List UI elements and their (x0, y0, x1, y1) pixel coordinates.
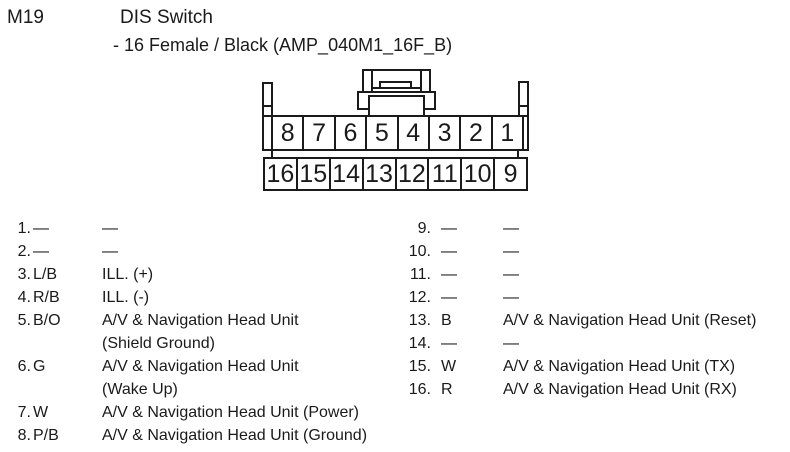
pin-wire-code: — (441, 266, 457, 283)
pin-number: 13. (408, 312, 431, 329)
pin-description: — (503, 243, 519, 260)
pin-wire-code: P/B (33, 427, 59, 444)
page-title: DIS Switch (120, 7, 213, 28)
pin-row-bottom: 16 15 14 13 12 11 10 9 (263, 157, 528, 191)
pin-wire-code: — (441, 335, 457, 352)
pin-row-15: 15. W A/V & Navigation Head Unit (TX) (395, 355, 790, 378)
pin-row-4: 4. R/B ILL. (-) (0, 286, 395, 309)
pin-number: 5. (17, 312, 31, 329)
pin-number: 8. (17, 427, 31, 444)
pin-wire-code: B (441, 312, 452, 329)
pin-cell-1: 1 (500, 118, 515, 147)
pin-cell-6: 6 (336, 117, 368, 149)
connector-subtitle: - 16 Female / Black (AMP_040M1_16F_B) (113, 35, 453, 55)
latch-rail-right (420, 71, 422, 91)
connector-neck-right (517, 150, 519, 159)
pin-cell-2: 2 (461, 117, 493, 149)
pin-row-top: 8 7 6 5 4 3 2 1 (262, 115, 529, 151)
pin-cell-9: 9 (503, 159, 518, 188)
connector-neck-left (271, 150, 273, 159)
pin-description: A/V & Navigation Head Unit (Reset) (503, 312, 757, 329)
pin-cell-13: 13 (364, 159, 397, 189)
pin-description: A/V & Navigation Head Unit (Ground) (102, 427, 368, 444)
pin-description: A/V & Navigation Head Unit (Power) (102, 404, 359, 421)
pin-wire-code: — (33, 220, 49, 237)
pin-description: — (503, 289, 519, 306)
pin-cell-15: 15 (298, 159, 331, 189)
pin-description: A/V & Navigation Head Unit (TX) (503, 358, 736, 375)
pin-row-6: 6. G A/V & Navigation Head Unit(Wake Up) (0, 355, 395, 401)
pin-row-10: 10. — — (395, 240, 790, 263)
pin-number: 12. (408, 289, 431, 306)
left-mount-tab (262, 82, 273, 115)
pin-wire-code: — (33, 243, 49, 260)
pin-row-5: 5. B/O A/V & Navigation Head Unit(Shield… (0, 309, 395, 355)
pin-number: 4. (17, 289, 31, 306)
pin-number: 7. (17, 404, 31, 421)
pin-cell-8: 8 (273, 117, 305, 149)
pin-number: 15. (408, 358, 431, 375)
connector-id-label: M19 (7, 7, 44, 28)
pin-number: 1. (17, 220, 31, 237)
pin-row-13: 13. B A/V & Navigation Head Unit (Reset) (395, 309, 790, 332)
latch-rail-left (371, 71, 373, 91)
pin-wire-code: — (441, 243, 457, 260)
pin-description: ILL. (-) (102, 289, 150, 306)
pin-cell-11: 11 (429, 159, 463, 189)
pin-cell-3: 3 (430, 117, 462, 149)
pin-wire-code: R (441, 381, 453, 398)
pin-description: — (503, 266, 519, 283)
pin-wire-code: R/B (33, 289, 60, 306)
pin-row-14: 14. — — (395, 332, 790, 355)
pin-description: A/V & Navigation Head Unit (RX) (503, 381, 737, 398)
pin-wire-code: — (441, 220, 457, 237)
latch-housing (362, 69, 431, 93)
pin-wire-code: G (33, 358, 46, 375)
pin-description: — (503, 220, 519, 237)
right-mount-tab (518, 81, 529, 115)
pin-number: 11. (409, 266, 431, 283)
pin-description: A/V & Navigation Head Unit(Shield Ground… (102, 312, 299, 352)
pin-number: 6. (17, 358, 31, 375)
pin-wire-code: W (441, 358, 457, 375)
pin-number: 9. (417, 220, 431, 237)
pin-row-2: 2. — — (0, 240, 395, 263)
pin-cell-7: 7 (304, 117, 336, 149)
pin-wire-code: — (441, 289, 457, 306)
pin-row-3: 3. L/B ILL. (+) (0, 263, 395, 286)
pin-row-9: 9. — — (395, 217, 790, 240)
pin-cell-14: 14 (331, 159, 364, 189)
pin-row-11: 11. — — (395, 263, 790, 286)
pin-wire-code: L/B (33, 266, 58, 283)
pin-cells-top: 8 7 6 5 4 3 2 1 (271, 117, 524, 149)
pin-cell-10: 10 (462, 159, 496, 189)
pin-wire-code: W (33, 404, 49, 421)
latch-flange-inner (368, 95, 425, 117)
pin-row-7: 7. W A/V & Navigation Head Unit (Power) (0, 401, 395, 424)
pin-cell-5: 5 (367, 117, 399, 149)
pin-cell-4: 4 (399, 117, 430, 149)
pin-number: 14. (408, 335, 431, 352)
pin-wire-code: B/O (33, 312, 61, 329)
latch-lock-tab (379, 81, 412, 89)
pin-row-12: 12. — — (395, 286, 790, 309)
pin-row-8: 8. P/B A/V & Navigation Head Unit (Groun… (0, 424, 395, 447)
pin-description: — (102, 243, 118, 260)
pin-number: 2. (17, 243, 31, 260)
pin-number: 3. (17, 266, 31, 283)
pin-row-1: 1. — — (0, 217, 395, 240)
pin-description: — (102, 220, 118, 237)
right-mount-tab-notch (520, 105, 527, 107)
pin-list-right: 9. — — 10. — — 11. — — 12. — — (395, 217, 790, 401)
pin-description: — (503, 335, 519, 352)
left-mount-tab-notch (264, 105, 271, 107)
pin-number: 10. (408, 243, 431, 260)
pin-cell-16: 16 (265, 159, 298, 189)
pin-description: ILL. (+) (102, 266, 154, 283)
pin-list-left: 1. — — 2. — — 3. L/B ILL. (+) 4. R/B ILL… (0, 217, 395, 447)
pin-number: 16. (408, 381, 431, 398)
pin-row-16: 16. R A/V & Navigation Head Unit (RX) (395, 378, 790, 401)
pin-cell-12: 12 (397, 159, 430, 189)
pin-description: A/V & Navigation Head Unit(Wake Up) (102, 358, 299, 398)
